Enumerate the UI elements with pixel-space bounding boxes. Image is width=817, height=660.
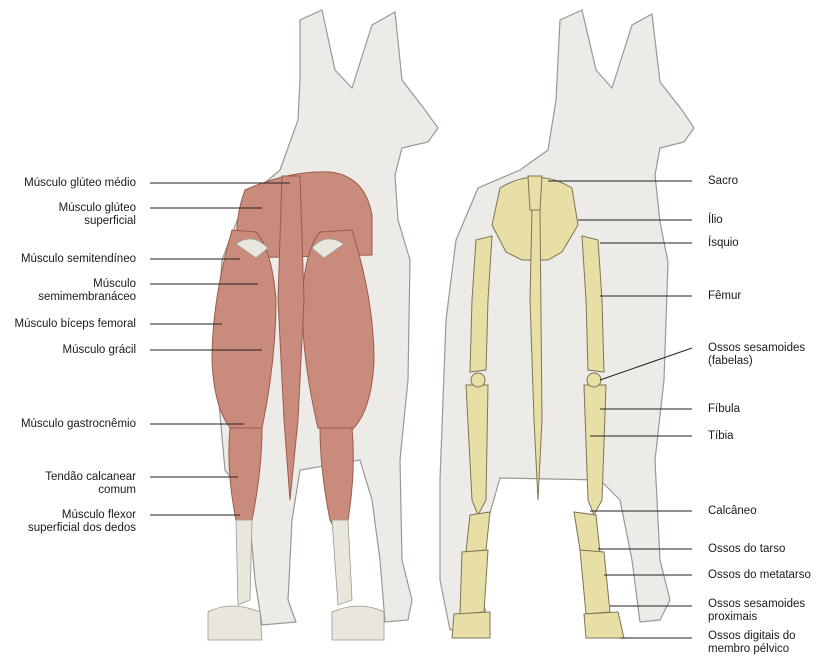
label-digitais: Ossos digitais do membro pélvico: [708, 630, 796, 656]
hindlimb-muscles: [208, 172, 384, 640]
label-tendao-calcanear: Tendão calcanear comum: [45, 471, 136, 497]
left-tarsus: [466, 512, 490, 552]
sacrum-bone: [528, 176, 542, 210]
label-metatarso: Ossos do metatarso: [708, 569, 811, 582]
right-digits: [584, 612, 624, 638]
label-semimembranaceo: Músculo semimembranáceo: [38, 278, 136, 304]
left-calcanean-tendon: [236, 520, 252, 605]
label-gastrocnemio: Músculo gastrocnêmio: [21, 418, 136, 431]
right-tarsus: [574, 512, 600, 552]
label-tibia: Tíbia: [708, 430, 734, 443]
right-metatarsus: [580, 550, 610, 614]
label-sesamoides-proximais: Ossos sesamoides proximais: [708, 598, 805, 624]
left-fabella: [471, 373, 485, 387]
right-fabella: [587, 373, 601, 387]
label-semitendineo: Músculo semitendíneo: [21, 253, 136, 266]
label-tarso: Ossos do tarso: [708, 543, 785, 556]
right-tibia: [584, 385, 606, 515]
right-paw: [332, 606, 384, 640]
left-paw: [208, 606, 262, 640]
label-calcaneo: Calcâneo: [708, 505, 757, 518]
label-ilio: Ílio: [708, 214, 723, 227]
right-calcanean-tendon: [332, 520, 352, 605]
label-gracil: Músculo grácil: [63, 344, 137, 357]
label-fibula: Fíbula: [708, 403, 740, 416]
label-biceps-femoral: Músculo bíceps femoral: [15, 318, 136, 331]
label-gluteo-medio: Músculo glúteo médio: [24, 177, 136, 190]
label-femur: Fêmur: [708, 290, 741, 303]
hindlimb-skeleton: [452, 176, 624, 638]
label-isquio: Ísquio: [708, 237, 739, 250]
label-flexor-superficial: Músculo flexor superficial dos dedos: [28, 509, 136, 535]
left-metatarsus: [460, 550, 488, 614]
label-sacro: Sacro: [708, 175, 738, 188]
left-digits: [452, 612, 490, 638]
label-sesamoides-fabelas: Ossos sesamoides (fabelas): [708, 342, 805, 368]
label-gluteo-superficial: Músculo glúteo superficial: [59, 202, 136, 228]
